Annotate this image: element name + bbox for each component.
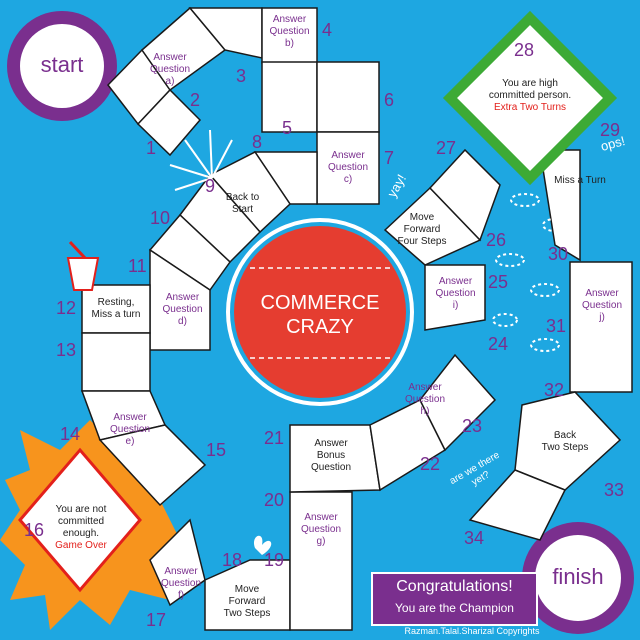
center-title-line2: CRAZY [286,316,354,338]
square-19: 19 [264,550,285,570]
banner-line1: Congratulations! [396,578,513,595]
square-33: 33 [604,480,625,500]
square-31: 31 [546,316,567,336]
square-32: 32 [544,380,565,400]
square-24: 24 [488,334,509,354]
square-15: 15 [206,440,227,460]
square-16: 16 [24,520,45,540]
burst-doodle [169,129,233,191]
square-25: 25 [488,272,509,292]
square-1: 1 [146,138,157,158]
finish-label: finish [552,564,604,589]
heart-doodle [253,535,272,555]
square-14: 14 [60,424,81,444]
square-11: 11 [128,256,147,276]
square-23: 23 [462,416,483,436]
square-9: 9 [205,176,216,196]
square-6: 6 [384,90,395,110]
square-7: 7 [384,148,395,168]
square-3: 3 [236,66,247,86]
square-34: 34 [464,528,485,548]
banner-line2: You are the Champion [395,601,514,615]
center-title-line1: COMMERCE [260,292,380,314]
game-over-diamond [18,447,142,593]
square-17: 17 [146,610,167,630]
square-28: 28 [514,40,535,60]
square-18: 18 [222,550,243,570]
square-13: 13 [56,340,77,360]
square-30: 30 [548,244,569,264]
square-26: 26 [486,230,507,250]
square-10: 10 [150,208,171,228]
center-disc [234,226,406,398]
square-21: 21 [264,428,285,448]
square-20: 20 [264,490,285,510]
footprints-doodle [492,193,568,352]
square-4: 4 [322,20,333,40]
tile-resting: Resting,Miss a turn [91,297,141,320]
path-tiles [80,6,633,631]
cup-doodle [66,257,100,291]
start-label: start [40,52,84,77]
tile-miss-a-turn: Miss a Turn [554,175,606,186]
banner [371,572,538,626]
square-2: 2 [190,90,201,110]
question-marks-doodle: ?? [534,411,562,438]
square-5: 5 [282,118,293,138]
square-12: 12 [56,298,77,318]
square-22: 22 [420,454,441,474]
green-diamond [442,10,618,186]
square-29: 29 [600,120,621,140]
square-8: 8 [252,132,263,152]
square-27: 27 [436,138,457,158]
copyright: Razman.Talal.Sharizal Copyrights [404,626,540,636]
